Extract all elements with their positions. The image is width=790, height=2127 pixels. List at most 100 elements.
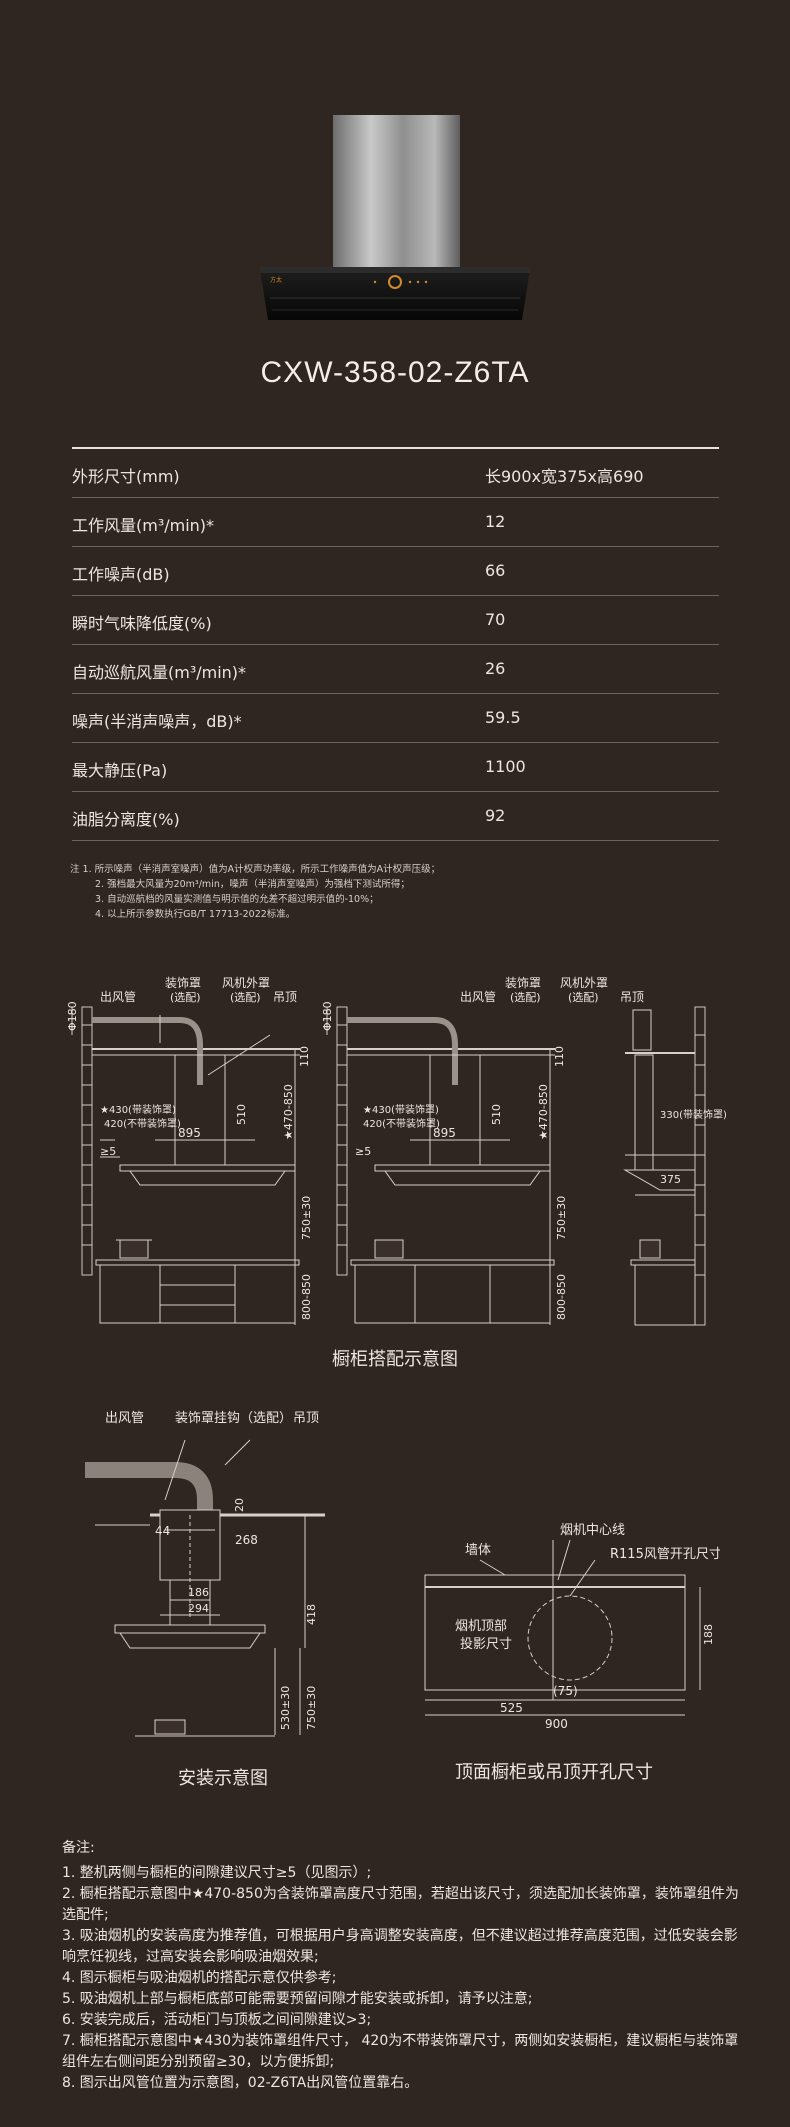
spec-label: 噪声(半消声噪声，dB)*	[72, 712, 242, 731]
spec-row: 噪声(半消声噪声，dB)* 59.5	[72, 694, 719, 743]
remark-item: 7. 橱柜搭配示意图中★430为装饰罩组件尺寸， 420为不带装饰罩尺寸，两侧如…	[62, 2033, 739, 2070]
dim-110: 110	[553, 1046, 566, 1067]
dim-110: 110	[298, 1046, 311, 1067]
dim-530: 530±30	[279, 1686, 292, 1730]
dim-800-850: 800-850	[300, 1274, 313, 1320]
dim-895: 895	[433, 1126, 456, 1140]
spec-row: 最大静压(Pa) 1100	[72, 743, 719, 792]
label-duct: 出风管	[100, 989, 136, 1004]
dim-895: 895	[178, 1126, 201, 1140]
control-knob-icon	[388, 275, 402, 289]
dim-420: 420(不带装饰罩)	[104, 1117, 181, 1130]
spec-row: 工作噪声(dB) 66	[72, 547, 719, 596]
caption-installation: 安装示意图	[178, 1768, 268, 1789]
dim-750: 750±30	[300, 1196, 313, 1240]
remark-item: 2. 橱柜搭配示意图中★470-850为含装饰罩高度尺寸范围，若超出该尺寸，须选…	[62, 1886, 739, 1923]
dim-470-850: ★470-850	[282, 1084, 295, 1140]
dim-900: 900	[545, 1717, 568, 1731]
range-hood-image: 方太	[260, 115, 530, 320]
remark-item: 8. 图示出风管位置为示意图，02-Z6TA出风管位置靠右。	[62, 2075, 419, 2091]
dim-phi180: Φ180	[321, 1001, 334, 1031]
spec-row: 外形尺寸(mm)长900x宽375x高690	[72, 449, 719, 498]
ceiling-hole-diagram: 烟机中心线 墙体 R115风管开孔尺寸 烟机顶部 投影尺寸 188 (75) 5…	[424, 1523, 720, 1731]
dim-420: 420(不带装饰罩)	[363, 1117, 440, 1130]
remarks-title: 备注:	[62, 1840, 95, 1856]
spec-row: 工作风量(m³/min)* 12	[72, 498, 719, 547]
dim-430: ★430(带装饰罩)	[363, 1103, 439, 1116]
spec-label: 工作风量(m³/min)*	[72, 516, 215, 535]
label-duct: 出风管	[105, 1411, 144, 1426]
spec-table-rule	[72, 447, 719, 449]
dim-phi180: Φ180	[66, 1001, 79, 1031]
spec-row: 瞬时气味降低度(%) 70	[72, 596, 719, 645]
spec-row: 油脂分离度(%)92	[72, 792, 719, 841]
spec-value: 1100	[485, 757, 526, 776]
spec-value: 70	[485, 610, 506, 629]
label-outer-optional: (选配)	[568, 991, 599, 1004]
label-cover-optional: (选配)	[510, 991, 541, 1004]
footnote: 3. 自动巡航档的风量实测值与明示值的允差不超过明示值的-10%；	[95, 894, 379, 905]
remark-item: 3. 吸油烟机的安装高度为推荐值，可根据用户身高调整安装高度，但不建议超过推荐高…	[62, 1928, 738, 1965]
dim-20: 20	[233, 1498, 246, 1512]
label-outer-optional: (选配)	[230, 991, 261, 1004]
dim-525: 525	[500, 1701, 523, 1715]
model-title: CXW-358-02-Z6TA	[260, 356, 530, 389]
caption-ceiling-hole: 顶面橱柜或吊顶开孔尺寸	[455, 1762, 653, 1783]
remark-item: 1. 整机两侧与橱柜的间隙建议尺寸≥5（见图示）;	[62, 1865, 372, 1881]
dim-510: 510	[235, 1104, 248, 1125]
cabinet-view-middle	[326, 1006, 555, 1325]
spec-label: 油脂分离度(%)	[72, 810, 180, 829]
label-ceiling: 吊顶	[273, 990, 297, 1004]
label-ceiling: 吊顶	[620, 990, 644, 1004]
label-cover: 装饰罩	[165, 976, 201, 990]
spec-value: 66	[485, 561, 506, 580]
remark-item: 5. 吸油烟机上部与橱柜底部可能需要预留间隙才能安装或拆卸，请予以注意;	[62, 1991, 533, 2007]
spec-footnotes: 注 1. 所示噪声（半消声室噪声）值为A计权声功率级，所示工作噪声值为A计权声压…	[70, 862, 730, 922]
label-duct: 出风管	[460, 989, 496, 1004]
dim-gap5: ≥5	[100, 1145, 116, 1158]
label-projection-1: 烟机顶部	[455, 1619, 507, 1634]
dim-188: 188	[702, 1624, 715, 1645]
spec-value: 59.5	[485, 708, 521, 727]
dim-186: 186	[188, 1586, 209, 1599]
dim-470-850: ★470-850	[537, 1084, 550, 1140]
label-hole: R115风管开孔尺寸	[610, 1547, 720, 1562]
installation-diagram: 出风管 装饰罩挂钩（选配） 吊顶 20 44 268 186 294 418 5…	[85, 1411, 325, 1737]
spec-label: 自动巡航风量(m³/min)*	[72, 663, 247, 682]
dim-375: 375	[660, 1173, 681, 1186]
label-projection-2: 投影尺寸	[460, 1636, 512, 1652]
label-wall: 墙体	[465, 1543, 491, 1558]
footnote: 2. 强档最大风量为20m³/min，噪声（半消声室噪声）为强档下测试所得；	[95, 879, 410, 890]
label-cover-optional: (选配)	[170, 991, 201, 1004]
footnote: 注 1. 所示噪声（半消声室噪声）值为A计权声功率级，所示工作噪声值为A计权声压…	[70, 864, 441, 875]
label-outer-cover: 风机外罩	[222, 976, 270, 990]
cabinet-view-left	[71, 1006, 300, 1325]
dim-800-850: 800-850	[555, 1274, 568, 1320]
brand-mark: 方太	[270, 276, 282, 284]
spec-label: 最大静压(Pa)	[72, 761, 168, 780]
spec-value: 长900x宽375x高690	[485, 467, 644, 486]
cabinet-view-side	[623, 1006, 706, 1326]
label-hook: 装饰罩挂钩（选配）	[175, 1411, 292, 1426]
remarks: 备注: 1. 整机两侧与橱柜的间隙建议尺寸≥5（见图示）; 2. 橱柜搭配示意图…	[62, 1838, 742, 2094]
spec-label: 瞬时气味降低度(%)	[72, 614, 212, 633]
label-cover: 装饰罩	[505, 976, 541, 990]
dim-268: 268	[235, 1533, 258, 1547]
dim-418: 418	[305, 1604, 318, 1625]
cabinet-diagram: 装饰罩 (选配) 出风管 风机外罩 (选配) 吊顶 Φ180 110 ★470-…	[66, 976, 727, 1326]
dim-44: 44	[155, 1524, 170, 1538]
dim-gap5: ≥5	[355, 1145, 371, 1158]
dim-330: 330(带装饰罩)	[660, 1108, 727, 1121]
spec-value: 12	[485, 512, 506, 531]
remark-item: 4. 图示橱柜与吸油烟机的搭配示意仅供参考;	[62, 1970, 337, 1986]
caption-cabinet-diagram: 橱柜搭配示意图	[332, 1349, 458, 1370]
dim-750: 750±30	[305, 1686, 318, 1730]
dim-510: 510	[490, 1104, 503, 1125]
label-ceiling: 吊顶	[293, 1411, 319, 1426]
spec-value: 26	[485, 659, 506, 678]
remark-item: 6. 安装完成后，活动柜门与顶板之间间隙建议>3;	[62, 2012, 372, 2028]
label-outer-cover: 风机外罩	[560, 976, 608, 990]
spec-label: 工作噪声(dB)	[72, 565, 170, 584]
label-centerline: 烟机中心线	[560, 1523, 625, 1538]
dim-75: (75)	[553, 1684, 578, 1698]
